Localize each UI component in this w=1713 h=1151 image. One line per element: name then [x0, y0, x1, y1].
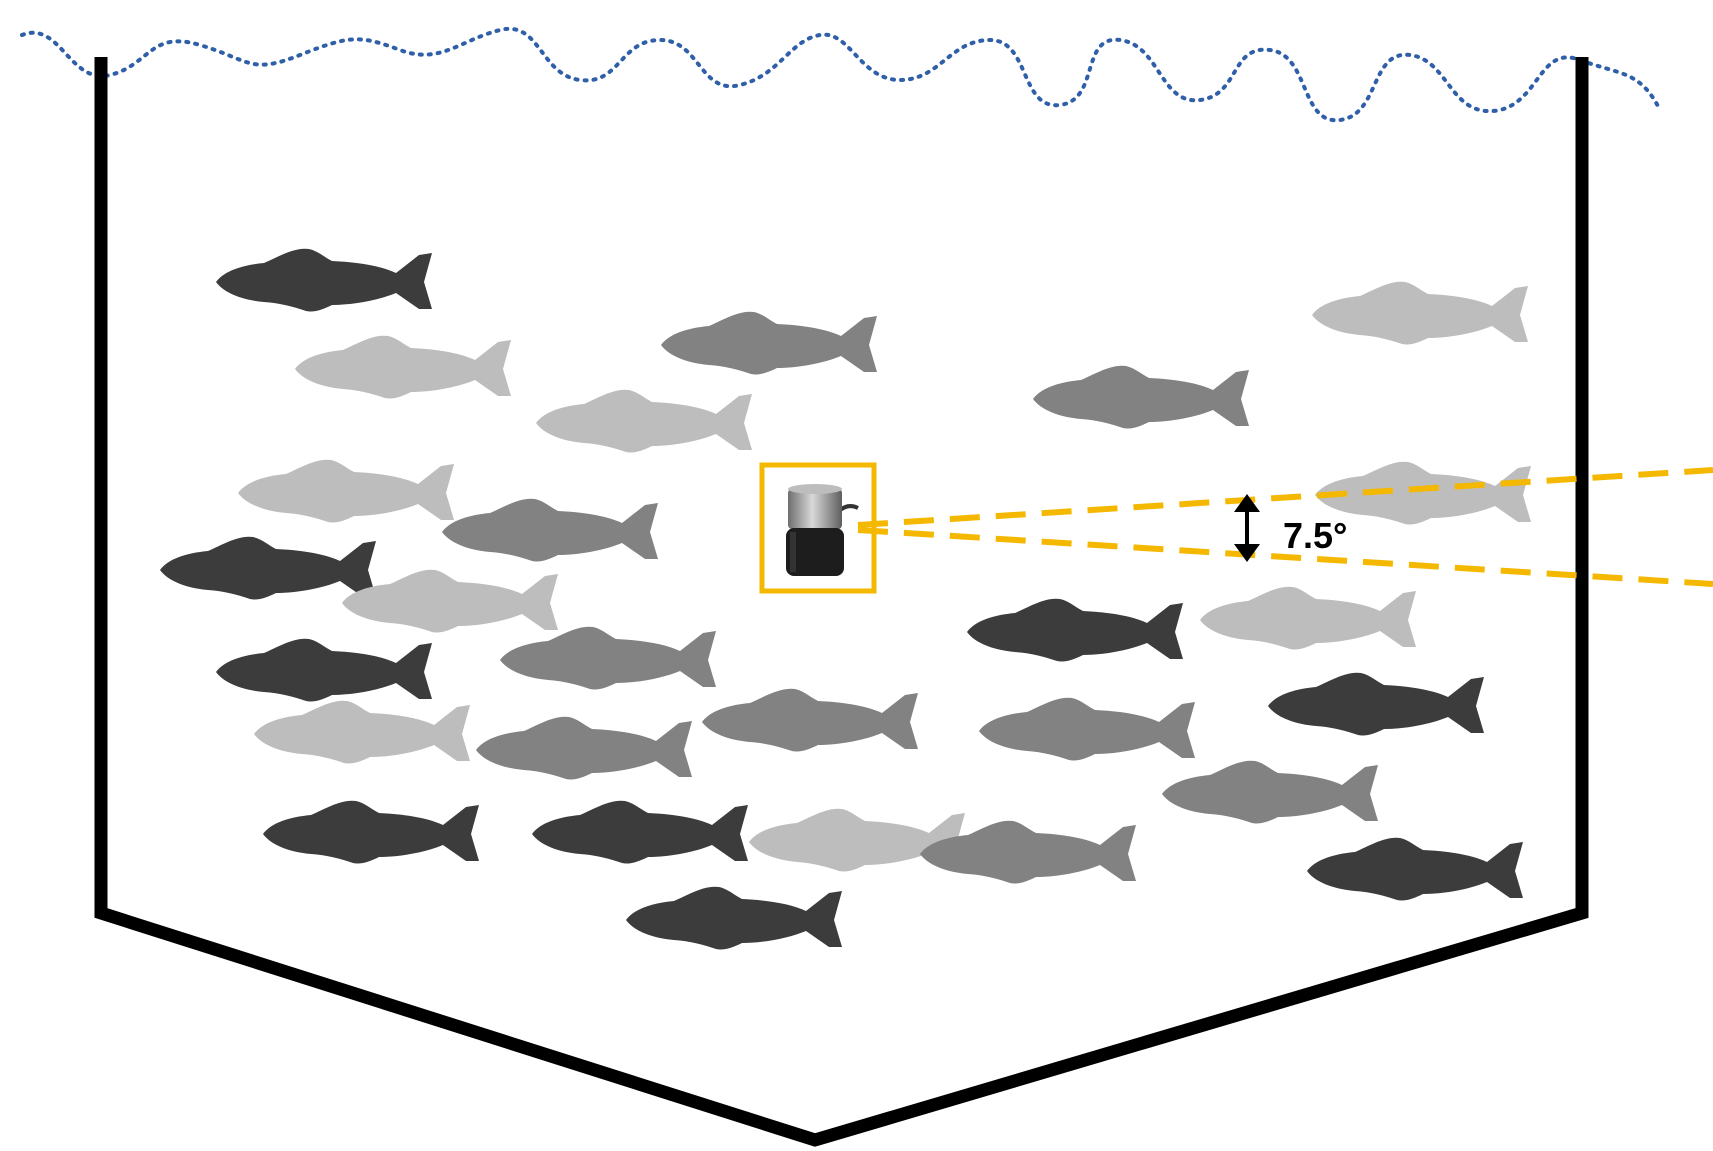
fish-silhouette-icon [1033, 365, 1249, 429]
fish-silhouette-icon [1307, 837, 1523, 901]
fish-silhouette-icon [1268, 672, 1484, 736]
fish-silhouette-icon [500, 626, 716, 690]
fish-silhouette-icon [626, 886, 842, 950]
fish-silhouette-icon [536, 389, 752, 453]
fish-silhouette-icon [476, 716, 692, 780]
fish-silhouette-icon [342, 569, 558, 633]
fish-silhouette-icon [254, 700, 470, 764]
fish-silhouette-icon [702, 688, 918, 752]
fish-school [160, 248, 1531, 950]
fish-silhouette-icon [1312, 281, 1528, 345]
fish-silhouette-icon [967, 598, 1183, 662]
angle-arrow-icon [1234, 494, 1260, 562]
fish-silhouette-icon [263, 800, 479, 864]
beam-lower-edge [857, 527, 1713, 587]
fish-silhouette-icon [532, 800, 748, 864]
fish-silhouette-icon [295, 335, 511, 399]
fish-silhouette-icon [216, 638, 432, 702]
beam-upper-edge [857, 467, 1713, 528]
fish-silhouette-icon [238, 459, 454, 523]
sonar-beam [857, 467, 1713, 587]
water-surface-line [20, 26, 1662, 123]
fish-silhouette-icon [979, 697, 1195, 761]
fish-silhouette-icon [216, 248, 432, 312]
tank-outline [94, 57, 1589, 1147]
echosounder-transducer-icon [759, 462, 877, 594]
beam-angle-label: 7.5° [1283, 515, 1347, 556]
fish-silhouette-icon [442, 498, 658, 562]
fish-silhouette-icon [1200, 586, 1416, 650]
fish-silhouette-icon [1162, 760, 1378, 824]
fish-silhouette-icon [160, 536, 376, 600]
fish-silhouette-icon [661, 311, 877, 375]
transducer-highlight-box [759, 462, 877, 594]
